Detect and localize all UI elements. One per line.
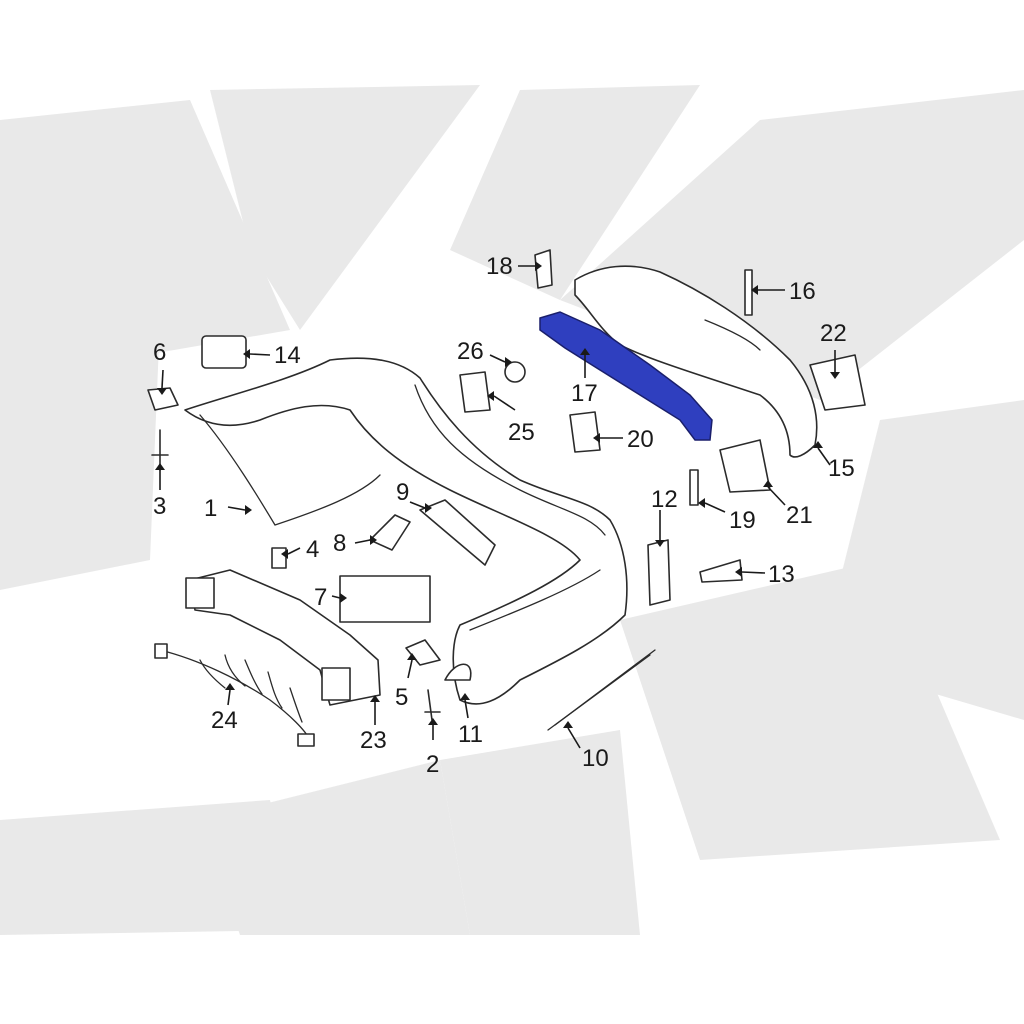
callout-26: 26: [457, 338, 484, 365]
callout-15: 15: [828, 455, 855, 482]
callout-22: 22: [820, 320, 847, 347]
callout-14: 14: [274, 342, 301, 369]
arrowheads: [155, 261, 840, 728]
part-25-shape: [459, 371, 491, 413]
callout-20: 20: [627, 426, 654, 453]
callout-2: 2: [426, 751, 439, 778]
wiring-harness-part: [154, 643, 315, 747]
callouts: 1 2 3 4 5 6 7 8 9 10 11 12 13 14 15 16 1…: [153, 253, 855, 778]
part-21-shape: [719, 439, 771, 493]
callout-11: 11: [458, 721, 483, 748]
callout-1: 1: [204, 495, 217, 522]
callout-10: 10: [582, 745, 609, 772]
callout-12: 12: [651, 486, 678, 513]
callout-8: 8: [333, 530, 346, 557]
part-11-shape: [444, 663, 472, 681]
callout-16: 16: [789, 278, 816, 305]
diffuser-part: [574, 265, 818, 458]
callout-13: 13: [768, 561, 795, 588]
part-13-shape: [699, 559, 743, 583]
impact-bar-part: [185, 569, 381, 706]
part-7-box: [339, 575, 431, 623]
part-10-shape-edge: [547, 654, 651, 731]
callout-5: 5: [395, 684, 408, 711]
part-20-shape: [569, 411, 601, 453]
callout-19: 19: [729, 507, 756, 534]
bumper-cover-part: [184, 357, 628, 705]
callout-7: 7: [314, 584, 327, 611]
callout-25: 25: [508, 419, 535, 446]
callout-18: 18: [486, 253, 513, 280]
part-19-shape: [689, 469, 699, 506]
callout-24: 24: [211, 707, 238, 734]
part-16-shape: [744, 269, 753, 316]
callout-17: 17: [571, 380, 598, 407]
leader-lines: [159, 265, 836, 749]
callout-4: 4: [306, 536, 319, 563]
small-parts: [147, 249, 866, 731]
part-8-shape: [369, 514, 411, 551]
callout-9: 9: [396, 479, 409, 506]
part-9-shape: [419, 499, 496, 566]
part-26-shape: [504, 361, 526, 383]
part-2-shape: [424, 689, 441, 721]
highlighted-bracket-part: [539, 311, 713, 441]
part-4-shape: [271, 547, 287, 569]
part-22-shape: [809, 354, 866, 411]
callout-6: 6: [153, 339, 166, 366]
part-18-shape: [534, 249, 553, 289]
part-12-shape: [647, 539, 671, 606]
callout-23: 23: [360, 727, 387, 754]
callout-3: 3: [153, 493, 166, 520]
part-14-shape: [201, 335, 247, 369]
callout-21: 21: [786, 502, 813, 529]
